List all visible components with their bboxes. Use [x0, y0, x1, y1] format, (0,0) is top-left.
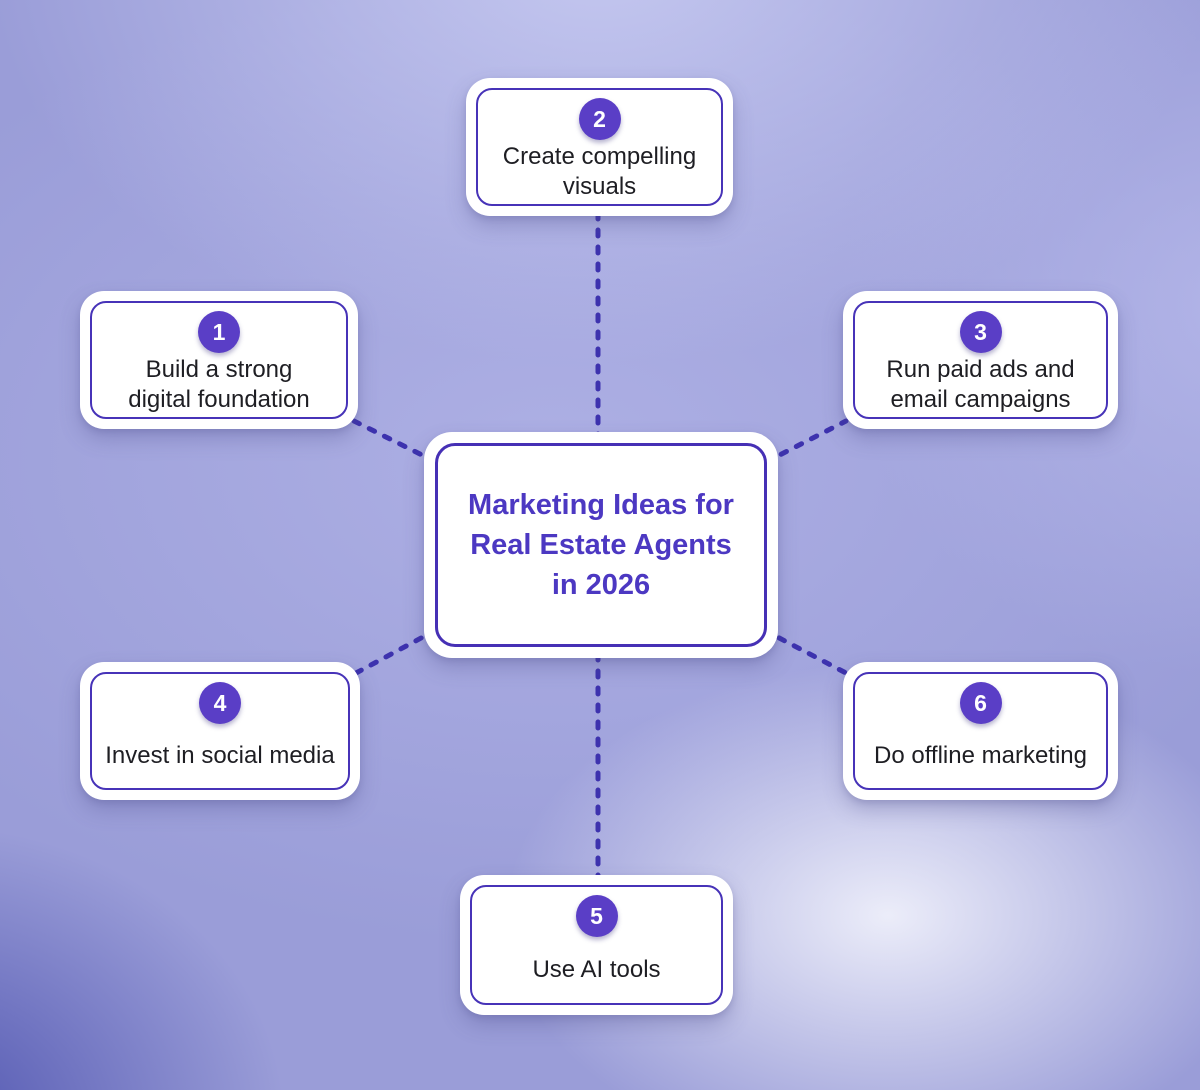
- node-label-wrap: Use AI tools: [472, 937, 721, 1003]
- node-label-wrap: Invest in social media: [92, 724, 348, 788]
- node-border: 1 Build a strong digital foundation: [90, 301, 348, 419]
- node-number-badge: 6: [959, 682, 1002, 724]
- node-number-badge: 2: [578, 98, 621, 140]
- node-paid-ads-email: 3 Run paid ads and email campaigns: [843, 291, 1118, 429]
- node-border: 3 Run paid ads and email campaigns: [853, 301, 1108, 419]
- node-border: 5 Use AI tools: [470, 885, 723, 1005]
- node-label: Use AI tools: [532, 956, 661, 983]
- node-label: Build a strong digital foundation: [128, 356, 310, 413]
- node-label: Invest in social media: [105, 742, 335, 769]
- node-border: 2 Create compelling visuals: [476, 88, 723, 206]
- center-node: Marketing Ideas for Real Estate Agents i…: [424, 432, 778, 658]
- connector-center-to-node-6: [761, 627, 849, 676]
- node-number-badge: 5: [575, 895, 618, 937]
- node-number-badge: 1: [198, 311, 240, 353]
- node-offline-marketing: 6 Do offline marketing: [843, 662, 1118, 800]
- node-ai-tools: 5 Use AI tools: [460, 875, 733, 1015]
- connector-center-to-node-1: [351, 418, 439, 465]
- node-label-wrap: Build a strong digital foundation: [92, 353, 346, 417]
- node-label: Create compelling visuals: [502, 143, 697, 200]
- node-number-badge: 4: [199, 682, 241, 724]
- center-node-border: Marketing Ideas for Real Estate Agents i…: [435, 443, 767, 647]
- node-social-media: 4 Invest in social media: [80, 662, 360, 800]
- node-label-wrap: Create compelling visuals: [478, 140, 721, 204]
- node-build-digital-foundation: 1 Build a strong digital foundation: [80, 291, 358, 429]
- connector-center-to-node-3: [763, 418, 849, 465]
- node-border: 4 Invest in social media: [90, 672, 350, 790]
- node-number-badge: 3: [959, 311, 1002, 353]
- center-title: Marketing Ideas for Real Estate Agents i…: [468, 488, 734, 601]
- node-label-wrap: Run paid ads and email campaigns: [855, 353, 1106, 417]
- node-create-visuals: 2 Create compelling visuals: [466, 78, 733, 216]
- connector-center-to-node-4: [353, 627, 439, 676]
- node-label: Do offline marketing: [874, 742, 1087, 769]
- node-label-wrap: Do offline marketing: [855, 724, 1106, 788]
- node-border: 6 Do offline marketing: [853, 672, 1108, 790]
- node-label: Run paid ads and email campaigns: [886, 356, 1075, 413]
